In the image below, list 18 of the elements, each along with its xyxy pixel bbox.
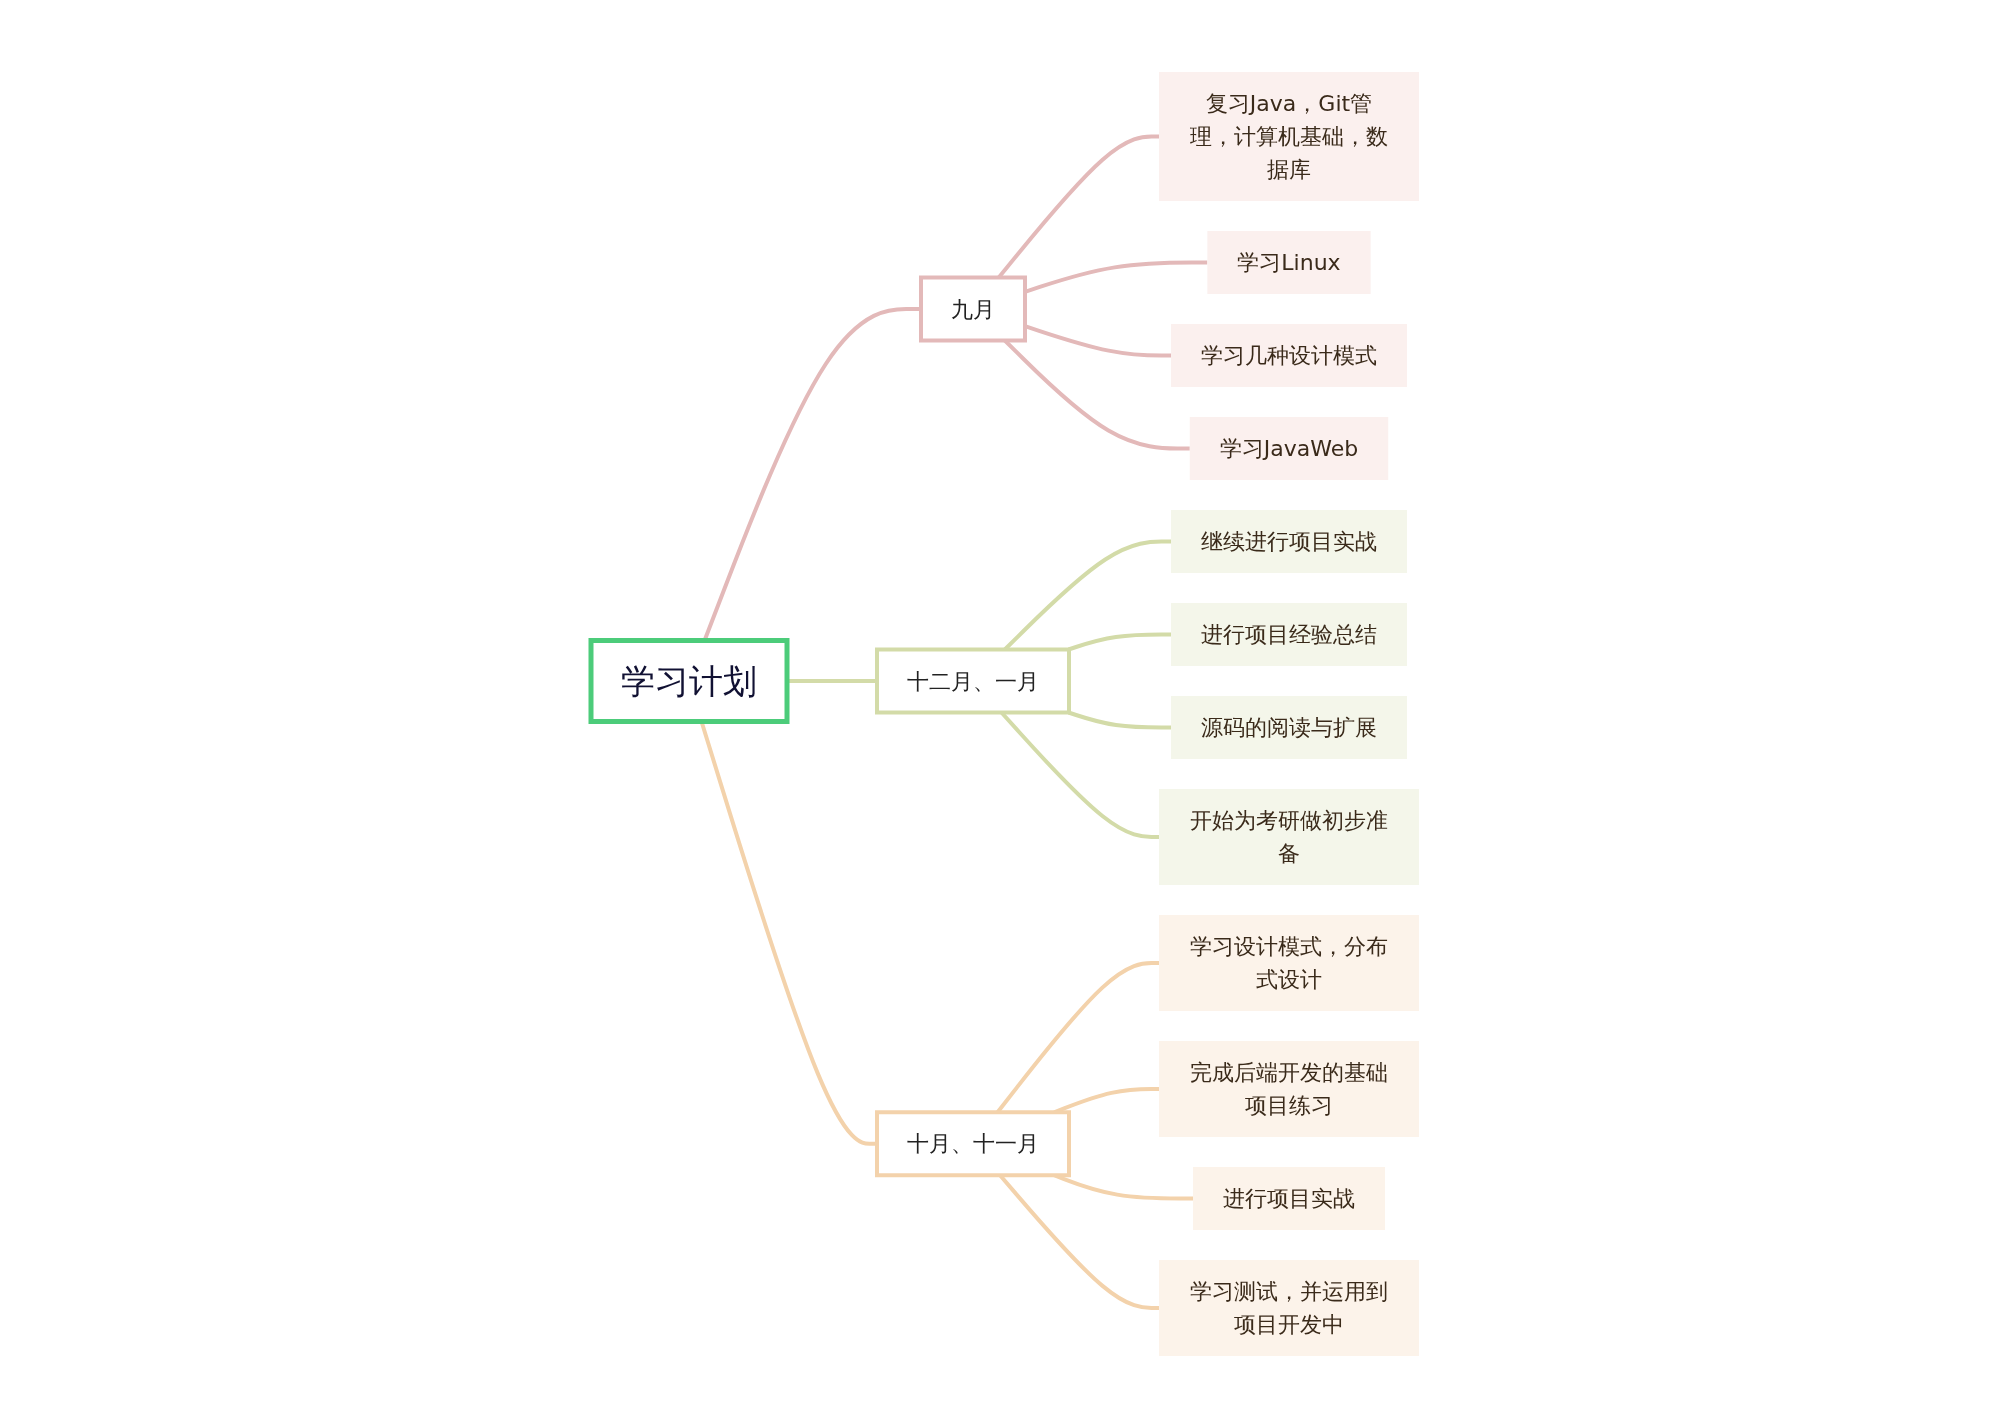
node-box: 学习设计模式，分布式设计 xyxy=(1159,915,1419,1011)
node-box: 复习Java，Git管理，计算机基础，数据库 xyxy=(1159,72,1419,201)
node-box: 进行项目实战 xyxy=(1193,1167,1385,1230)
node-box: 进行项目经验总结 xyxy=(1171,603,1407,666)
node-box: 十月、十一月 xyxy=(875,1110,1071,1178)
node-box: 继续进行项目实战 xyxy=(1171,510,1407,573)
node-box: 十二月、一月 xyxy=(875,647,1071,715)
node-box: 源码的阅读与扩展 xyxy=(1171,696,1407,759)
node-box: 完成后端开发的基础项目练习 xyxy=(1159,1041,1419,1137)
node-box: 学习JavaWeb xyxy=(1189,417,1389,480)
node-box: 九月 xyxy=(919,275,1027,343)
node-box: 开始为考研做初步准备 xyxy=(1159,789,1419,885)
connector xyxy=(1003,539,1171,651)
node-box: 学习Linux xyxy=(1207,231,1371,294)
node-box: 学习计划 xyxy=(588,638,790,724)
connector xyxy=(1067,632,1171,652)
node-box: 学习测试，并运用到项目开发中 xyxy=(1159,1260,1419,1356)
node-box: 学习几种设计模式 xyxy=(1171,324,1407,387)
